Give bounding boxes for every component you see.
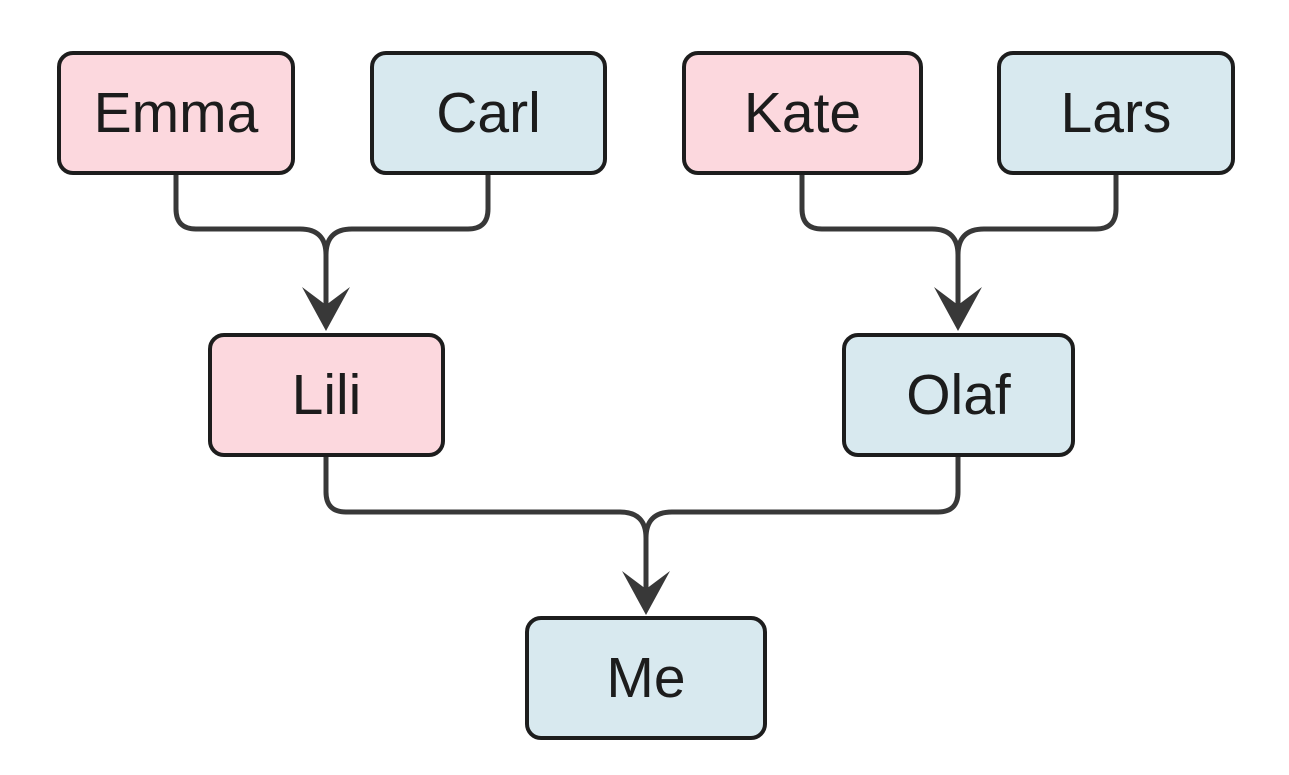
node-kate: Kate <box>682 51 923 175</box>
edge-kate-olaf <box>799 175 961 306</box>
edge-olaf-me <box>643 457 961 590</box>
node-kate-label: Kate <box>743 80 862 145</box>
node-lili: Lili <box>208 333 445 457</box>
edge-lars-olaf <box>955 175 1119 306</box>
node-emma: Emma <box>57 51 295 175</box>
node-lars: Lars <box>997 51 1235 175</box>
node-olaf-label: Olaf <box>906 362 1011 427</box>
node-carl: Carl <box>370 51 607 175</box>
edge-emma-lili <box>173 175 329 306</box>
edge-lili-me <box>323 457 649 590</box>
arrowhead-lili-icon <box>302 287 350 331</box>
node-olaf: Olaf <box>842 333 1075 457</box>
node-lili-label: Lili <box>291 362 362 427</box>
edge-carl-lili <box>323 175 491 306</box>
node-carl-label: Carl <box>436 80 541 145</box>
arrowhead-me-icon <box>622 571 670 615</box>
node-emma-label: Emma <box>93 80 259 145</box>
arrowhead-olaf-icon <box>934 287 982 331</box>
node-lars-label: Lars <box>1060 80 1172 145</box>
node-me: Me <box>525 616 767 740</box>
node-me-label: Me <box>606 645 686 710</box>
